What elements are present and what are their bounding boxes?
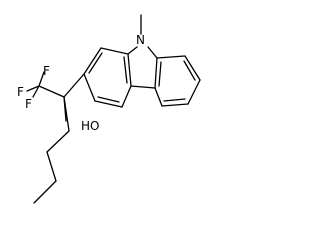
atom-label-nitrogen: N bbox=[136, 33, 145, 47]
atom-label-fluorine-2: F bbox=[17, 85, 24, 99]
atom-label-fluorine-3: F bbox=[25, 97, 32, 111]
right-benzene-bonds bbox=[154, 55, 201, 107]
left-benzene-bonds bbox=[83, 47, 132, 108]
pyrrole-ring-bonds bbox=[127, 46, 158, 89]
side-chain-bonds bbox=[26, 71, 85, 204]
structure-diagram: N F F F HO bbox=[17, 14, 201, 204]
atom-label-fluorine-1: F bbox=[43, 64, 50, 78]
atom-label-hydroxyl: HO bbox=[81, 119, 99, 133]
